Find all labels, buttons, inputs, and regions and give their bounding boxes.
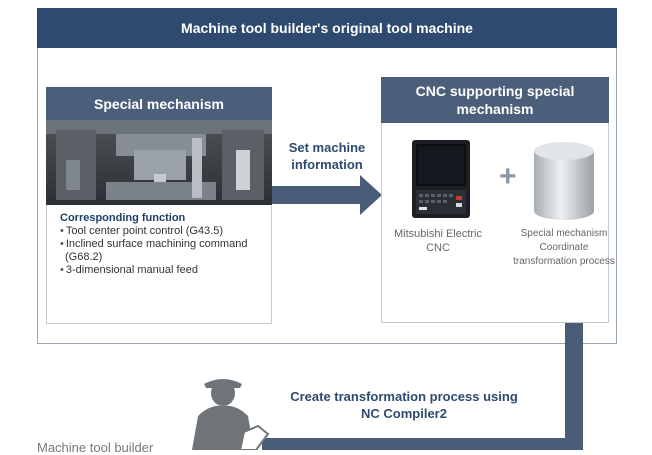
plus-sign: + bbox=[499, 160, 517, 193]
person-icon bbox=[192, 379, 270, 450]
machine-tool-builder-label: Machine tool builder bbox=[37, 440, 154, 455]
list-item: Tool center point control (G43.5) bbox=[60, 225, 265, 238]
cnc-caption: Mitsubishi Electric CNC bbox=[393, 228, 483, 254]
set-machine-information-label: Set machine information bbox=[288, 140, 366, 172]
right-arrow bbox=[272, 175, 382, 215]
machine-photo bbox=[46, 120, 272, 205]
function-list: Tool center point control (G43.5) Inclin… bbox=[60, 225, 265, 277]
cnc-device-icon bbox=[412, 140, 470, 218]
list-item: Inclined surface machining command (G68.… bbox=[60, 238, 265, 264]
corresponding-function-block: Corresponding function Tool center point… bbox=[60, 212, 265, 277]
special-mechanism-caption: Special mechanism Coordinate transformat… bbox=[513, 228, 615, 267]
special-mechanism-title: Special mechanism bbox=[46, 87, 272, 120]
list-item: 3-dimensional manual feed bbox=[60, 264, 265, 277]
cylinder-icon bbox=[534, 142, 594, 220]
page-title: Machine tool builder's original tool mac… bbox=[37, 8, 617, 48]
function-title: Corresponding function bbox=[60, 212, 186, 224]
cnc-panel-title: CNC supporting special mechanism bbox=[381, 77, 609, 123]
create-transformation-label: Create transformation process using NC C… bbox=[290, 389, 518, 421]
